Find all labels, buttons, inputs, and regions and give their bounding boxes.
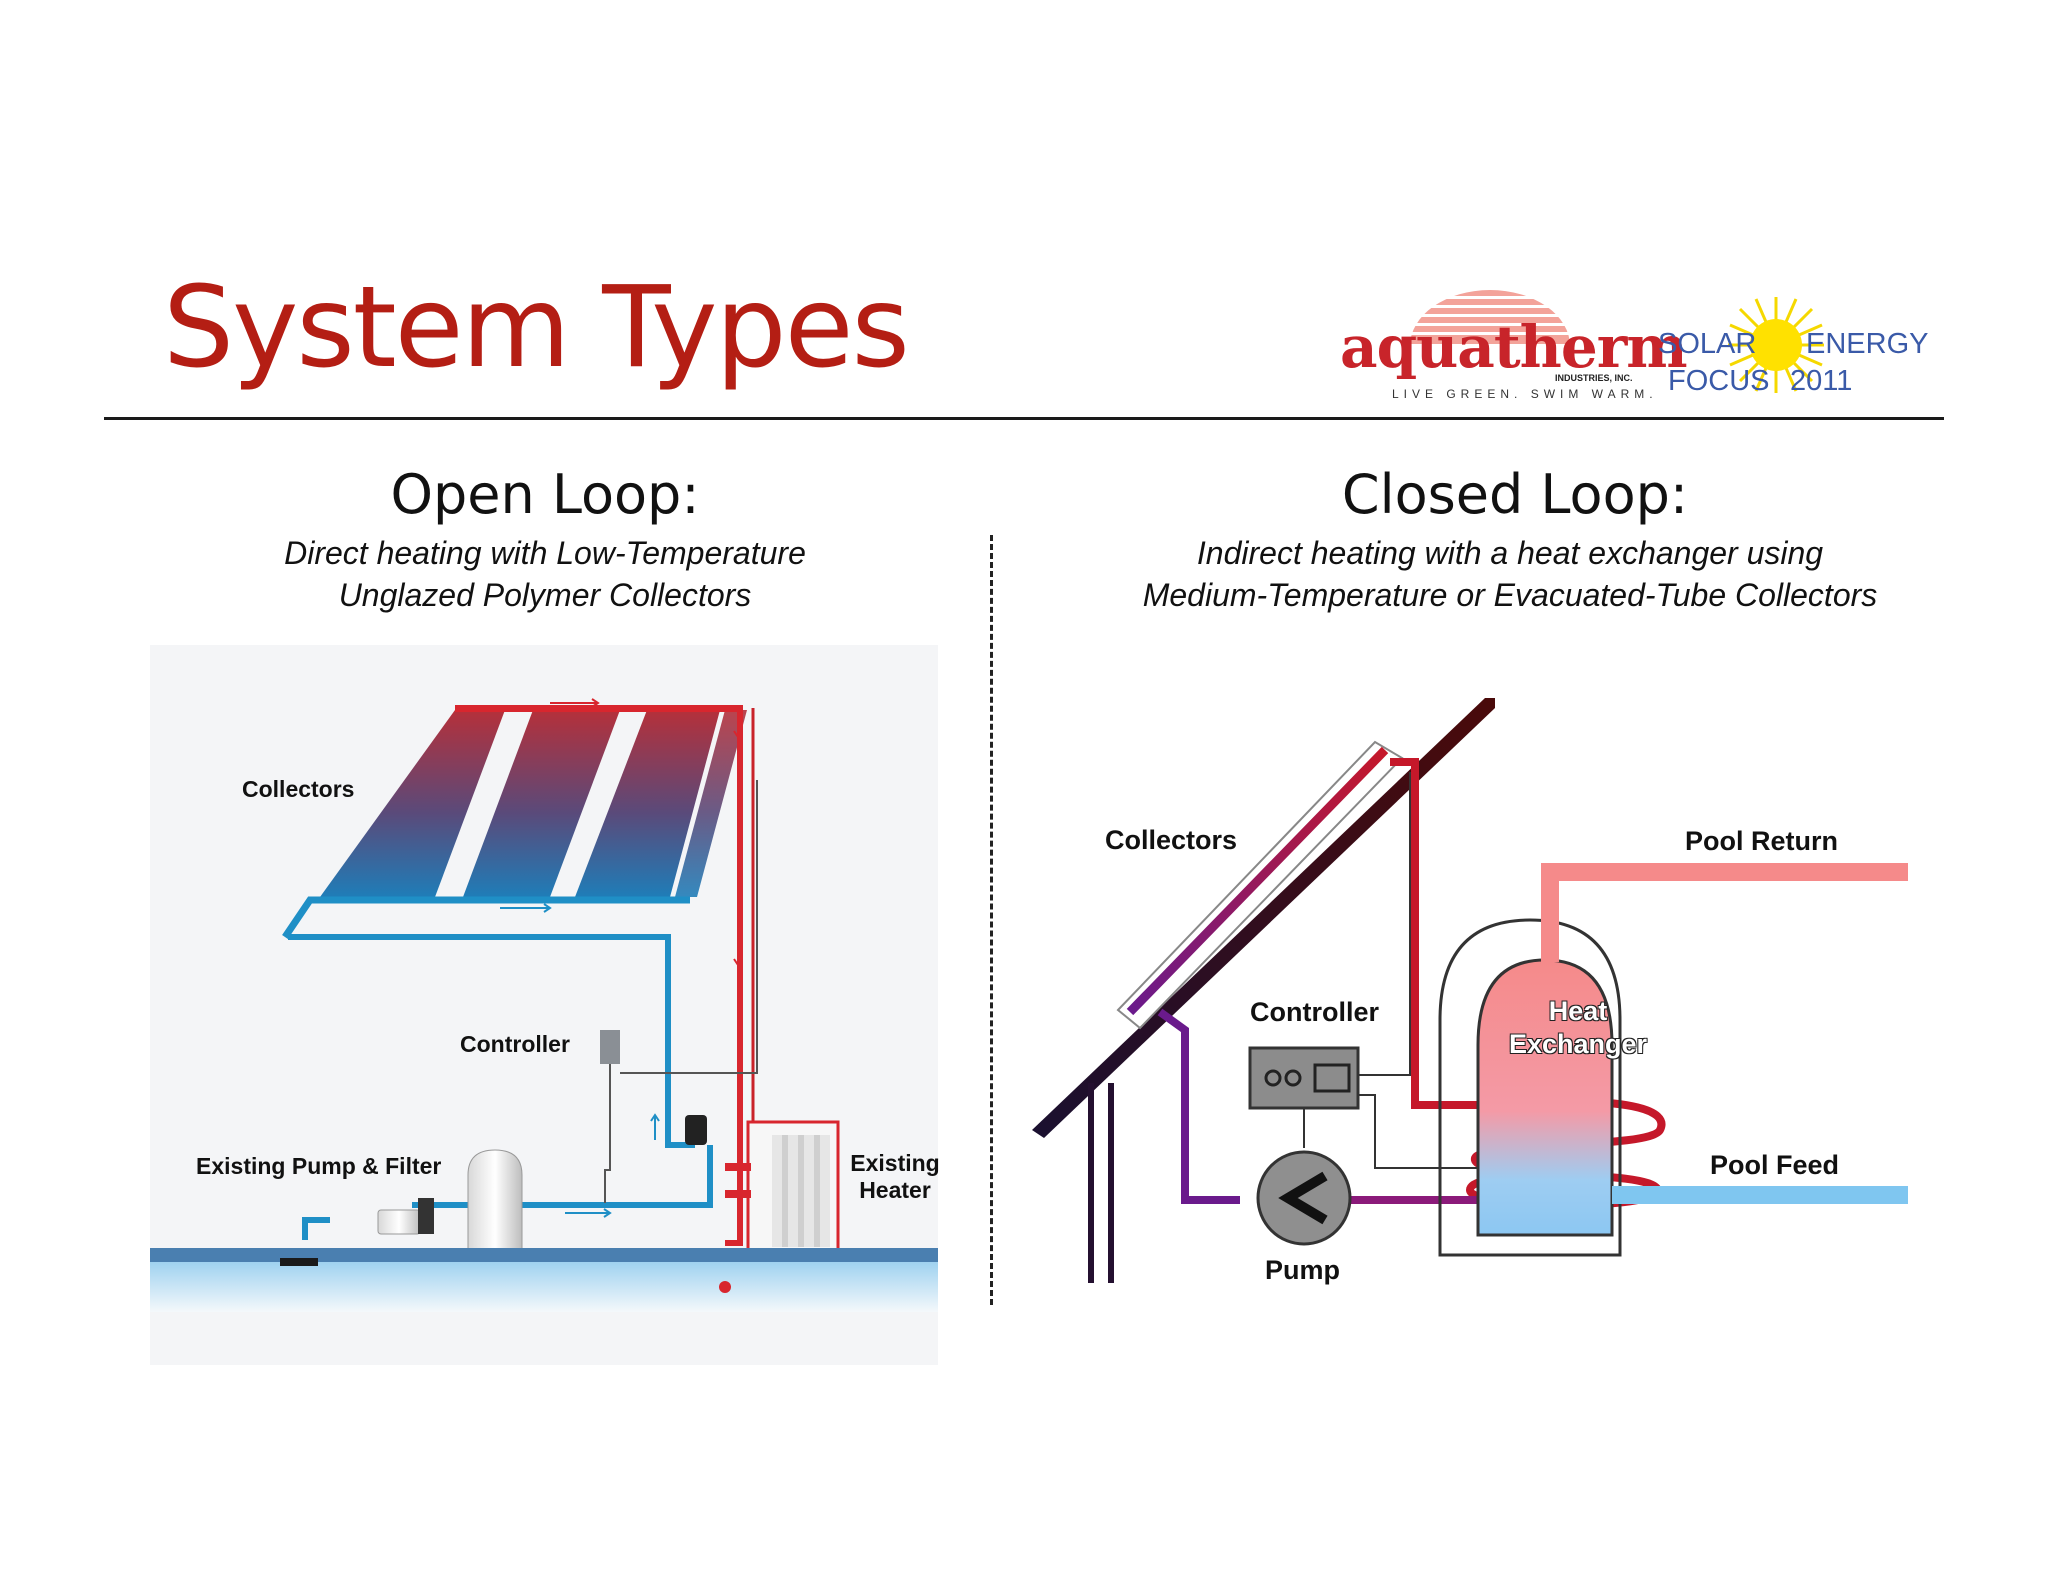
heater-label-line1: Existing	[850, 1150, 940, 1176]
pump-chevron-icon	[1278, 1171, 1328, 1225]
controller-display	[1313, 1063, 1351, 1093]
roof-post-right	[1108, 1083, 1114, 1283]
pool-water	[150, 1262, 938, 1312]
aquatherm-tagline: LIVE GREEN. SWIM WARM.	[1392, 387, 1658, 401]
focus-text: FOCUS	[1668, 365, 1770, 397]
pump-label: Pump	[1265, 1255, 1341, 1285]
closed-collectors-label: Collectors	[1105, 825, 1238, 855]
collector-absorber-tube	[1126, 746, 1389, 1016]
closed-loop-subtitle: Indirect heating with a heat exchanger u…	[1050, 532, 1970, 616]
controller-dial-2	[1284, 1069, 1302, 1087]
pump-and-filter	[377, 1149, 523, 1250]
aquatherm-wordmark: aquatherm	[1340, 313, 1688, 381]
pump-to-collector-pipe	[1157, 1008, 1240, 1204]
collector-header-hot	[455, 705, 743, 712]
open-controller-box	[600, 1030, 620, 1064]
year-text: 2011	[1790, 365, 1853, 397]
cold-supply-pipe	[288, 934, 695, 1148]
heat-exchanger-label: Heat Exchanger	[1488, 995, 1668, 1061]
sun-icon	[1728, 297, 1824, 393]
pool-intake-pipe	[302, 1217, 330, 1240]
existing-heater	[725, 1120, 840, 1254]
heat-exchanger-insulation	[1438, 918, 1622, 1257]
sunrise-icon	[1405, 290, 1575, 344]
collector-sensor-wire	[1358, 772, 1411, 1076]
closed-loop-diagram	[1032, 698, 1908, 1283]
closed-loop-subtitle-line2: Medium-Temperature or Evacuated-Tube Col…	[1142, 577, 1878, 613]
open-loop-subtitle-line1: Direct heating with Low-Temperature	[284, 535, 806, 571]
title-divider	[104, 417, 1944, 420]
collector-hot-pipe	[1390, 758, 1500, 1109]
open-controller-label: Controller	[460, 1031, 570, 1057]
heat-exchanger-label-line1: Heat	[1548, 996, 1608, 1026]
controller-dial-1	[1264, 1069, 1282, 1087]
roof-beam	[1032, 698, 1495, 1138]
section-divider	[990, 535, 993, 1305]
pump-filter-label: Existing Pump & Filter	[196, 1153, 442, 1179]
closed-loop-subtitle-line1: Indirect heating with a heat exchanger u…	[1196, 535, 1824, 571]
closed-controller-label: Controller	[1250, 997, 1380, 1027]
open-sensor-wire	[620, 780, 758, 1074]
collector-header-cold	[282, 896, 690, 939]
closed-loop-heading: Closed Loop:	[1341, 463, 1689, 526]
roof-post-left	[1088, 1083, 1094, 1283]
energy-text: ENERGY	[1806, 328, 1929, 360]
open-loop-heading: Open Loop:	[390, 463, 700, 526]
heat-exchanger-label-line2: Exchanger	[1508, 1029, 1648, 1059]
hot-return-pipe	[725, 708, 743, 1246]
open-loop-subtitle-line2: Unglazed Polymer Collectors	[338, 577, 752, 613]
circulation-pump	[1256, 1150, 1352, 1246]
pool-feed-label: Pool Feed	[1710, 1150, 1840, 1180]
hot-flow-arrows	[550, 698, 743, 967]
open-loop-diagram	[150, 645, 938, 1365]
cold-flow-arrows	[500, 903, 660, 1218]
diverter-valve	[685, 1115, 707, 1145]
heater-label-line2: Heater	[859, 1177, 931, 1203]
pool-return-pipe	[1541, 863, 1908, 962]
aquatherm-inc: INDUSTRIES, INC.	[1555, 373, 1633, 383]
slide-title: System Types	[163, 263, 910, 393]
pool-return-jet	[719, 1281, 731, 1293]
open-collectors-label: Collectors	[242, 776, 355, 802]
pool-return-label: Pool Return	[1685, 826, 1838, 856]
open-loop-subtitle: Direct heating with Low-Temperature Ungl…	[200, 532, 890, 616]
solar-text: SOLAR	[1658, 328, 1757, 360]
existing-heater-label: Existing Heater	[850, 1150, 940, 1204]
pool-tile-band	[150, 1248, 938, 1262]
pool-skimmer	[280, 1258, 318, 1266]
solar-collectors-array	[320, 710, 747, 897]
open-controller-wire	[604, 1064, 611, 1203]
tank-sensor-wire	[1358, 1094, 1495, 1169]
